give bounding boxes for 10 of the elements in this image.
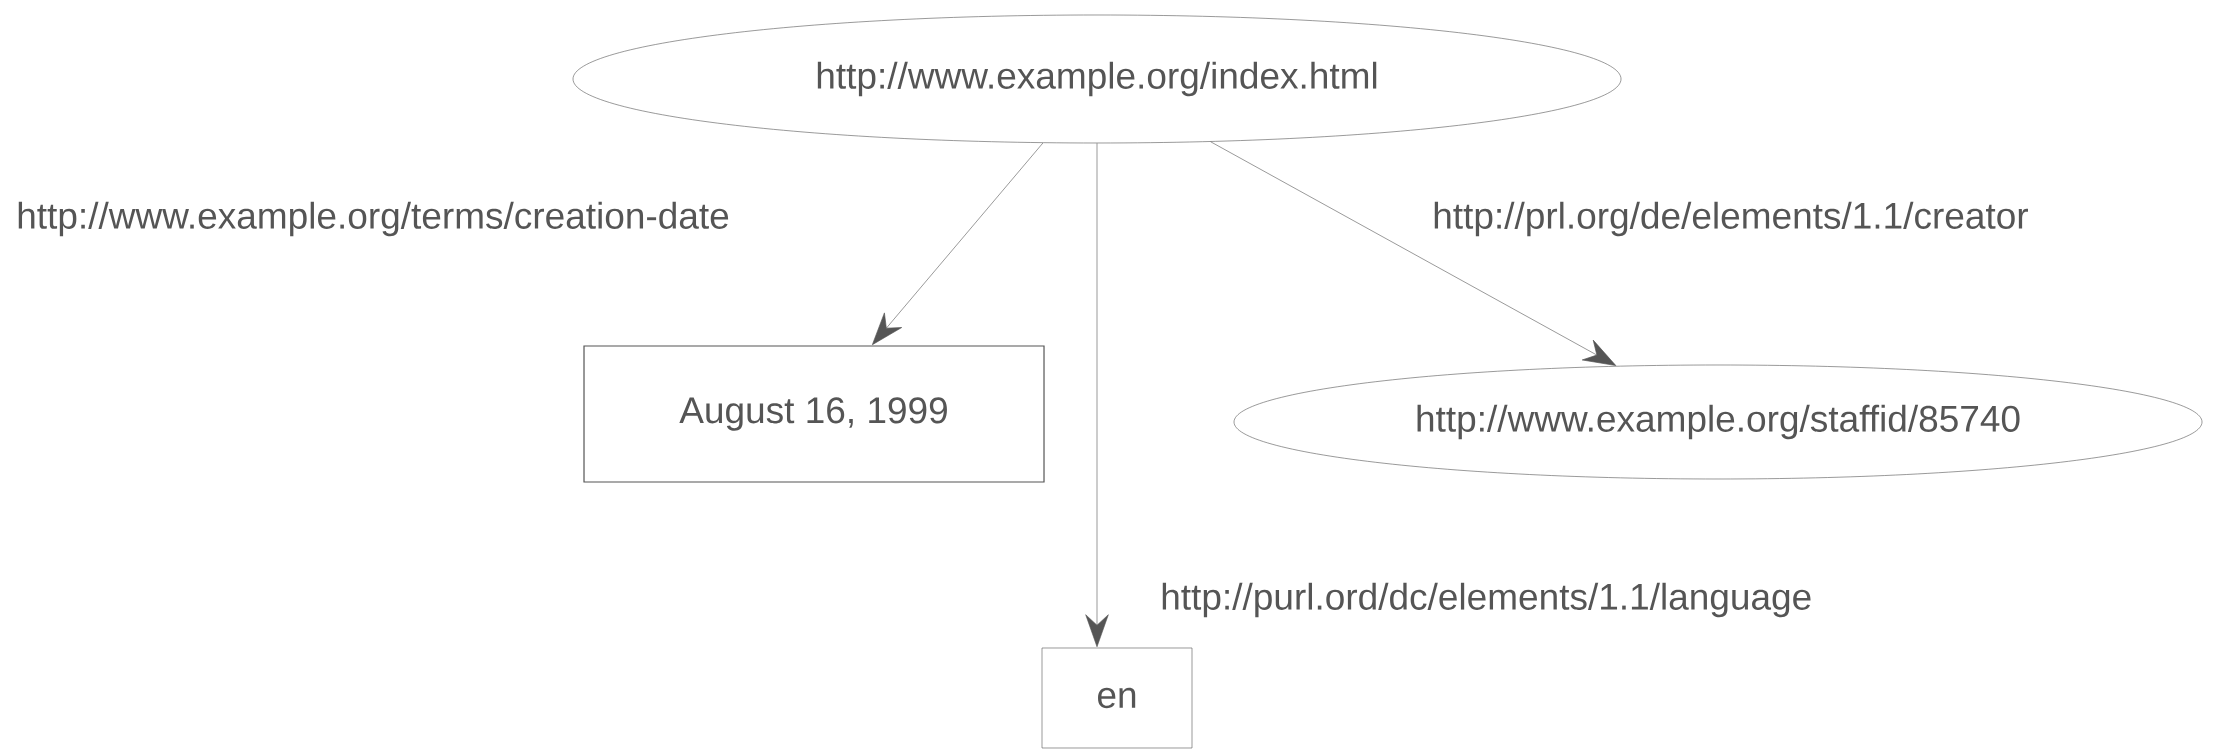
edge-label: http://www.example.org/terms/creation-date bbox=[14, 199, 732, 239]
edge-label: http://prl.org/de/elements/1.1/creator bbox=[1430, 199, 2031, 239]
text-box: August 16, 1999 bbox=[583, 345, 1045, 483]
edge-label: http://purl.ord/dc/elements/1.1/language bbox=[1158, 580, 1815, 620]
text-box: en bbox=[1041, 647, 1193, 749]
ellipse-node: http://www.example.org/staffid/85740 bbox=[1233, 364, 2203, 480]
ellipse-node: http://www.example.org/index.html bbox=[572, 14, 1622, 144]
arrow bbox=[1210, 141, 1617, 366]
arrow bbox=[872, 142, 1044, 345]
arrow bbox=[1085, 143, 1109, 648]
